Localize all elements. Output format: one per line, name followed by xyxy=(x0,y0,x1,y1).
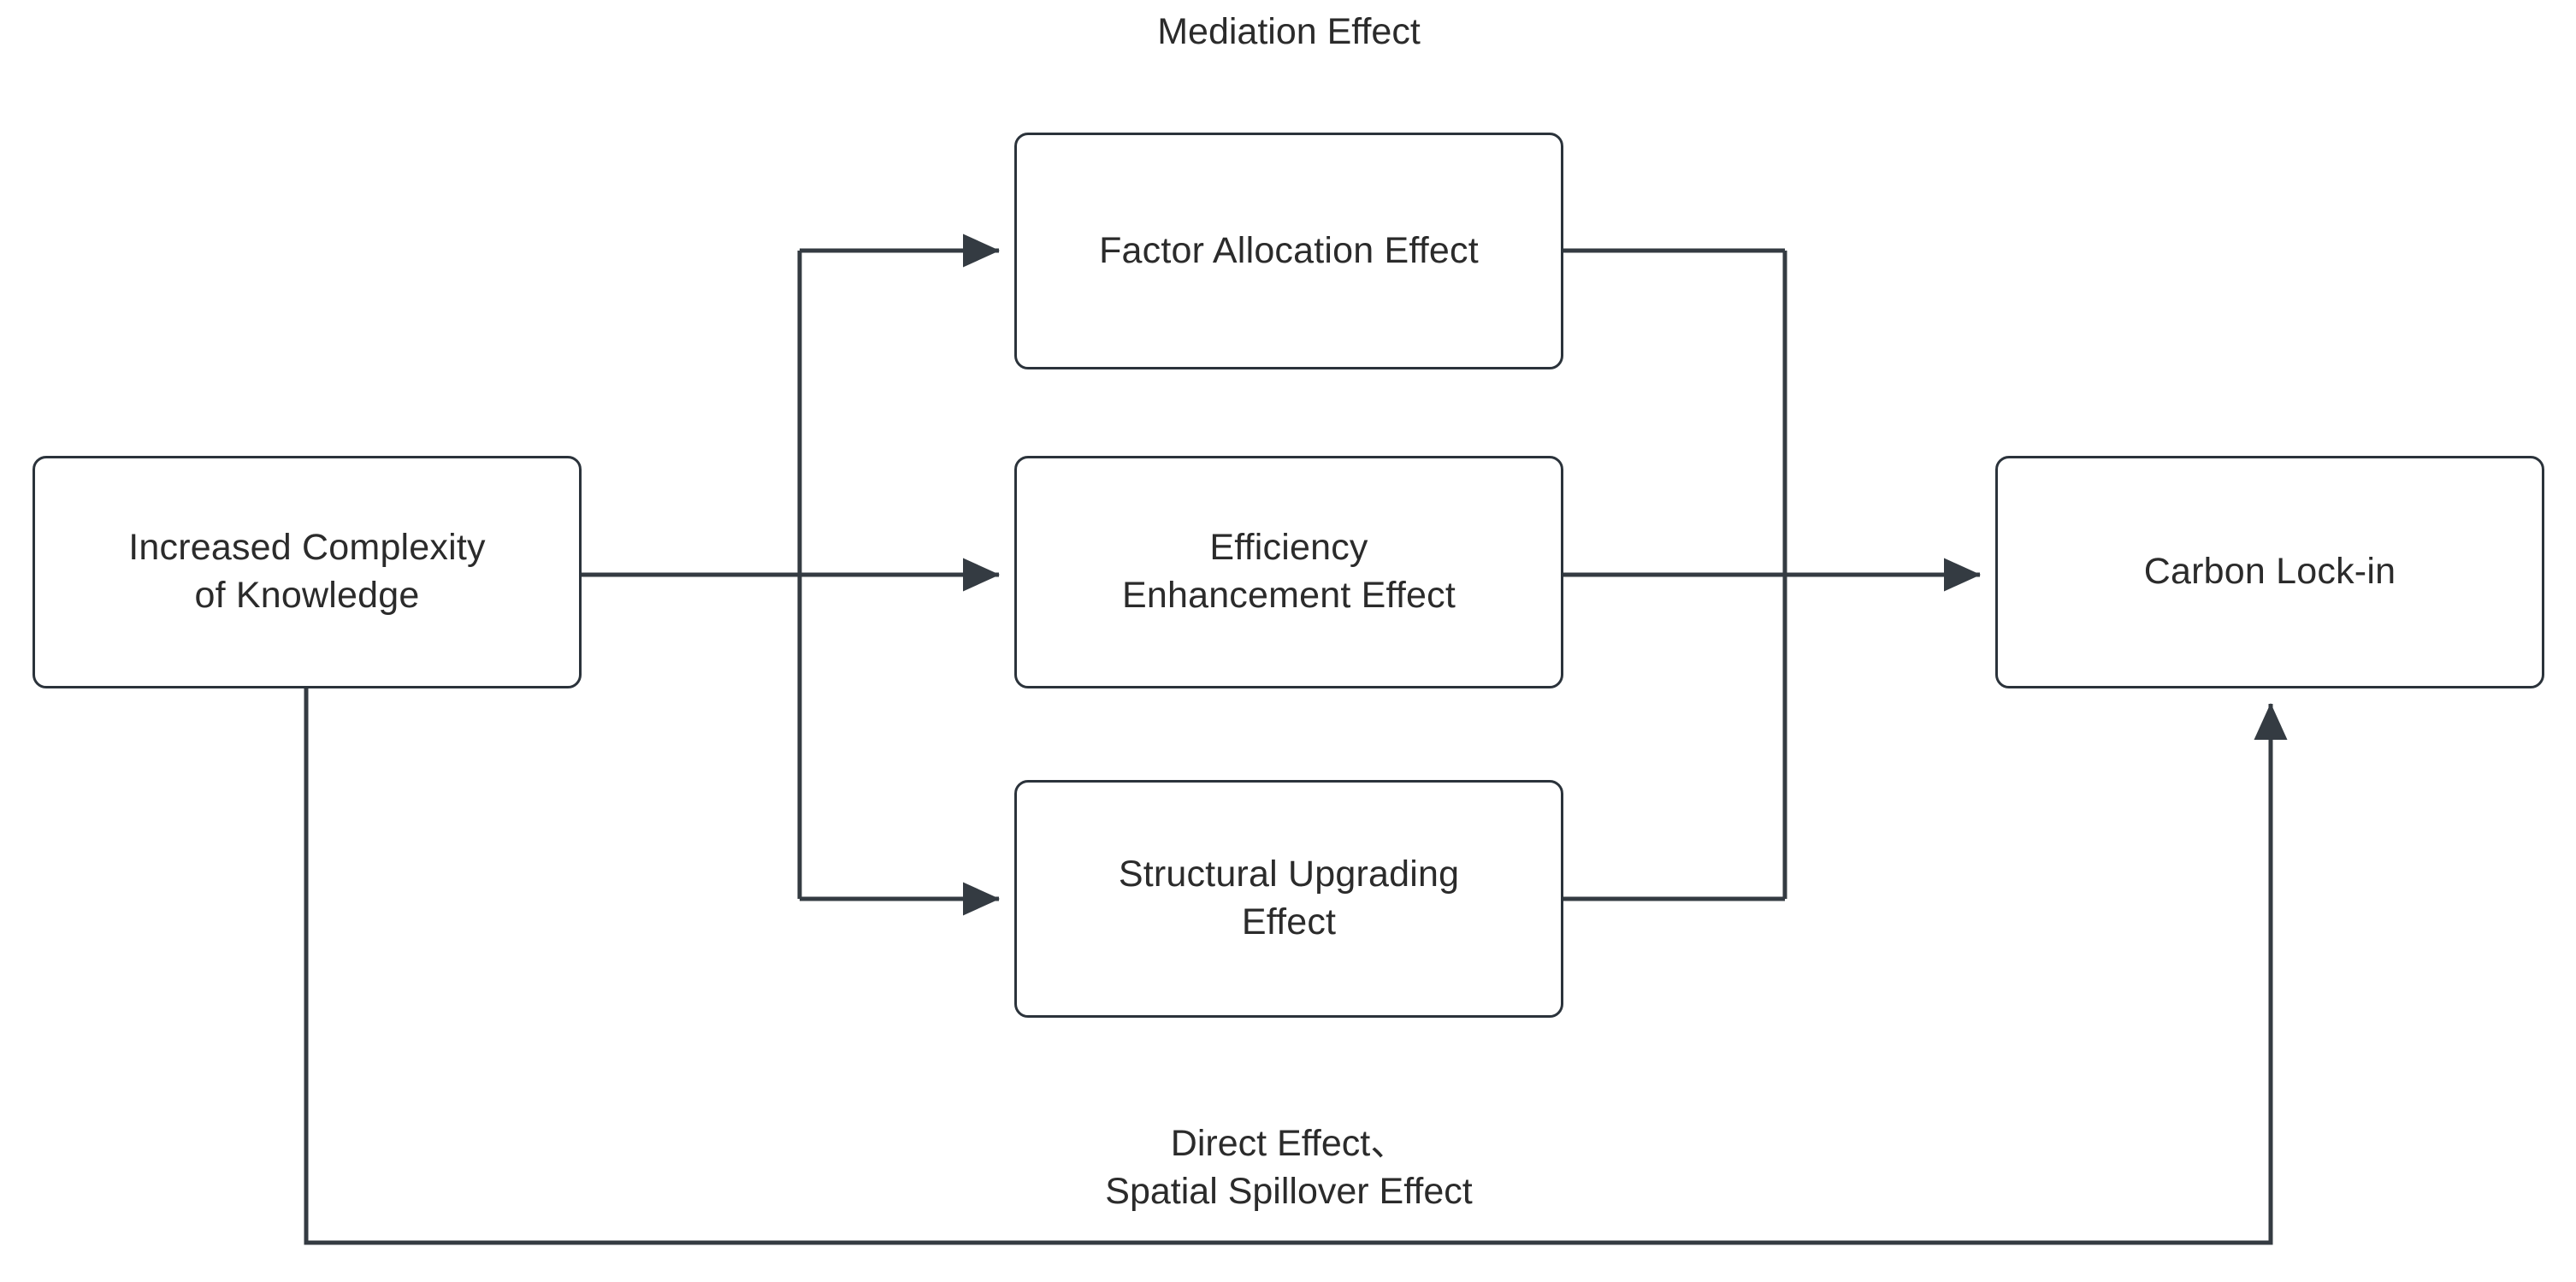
node-factor-allocation-label: Factor Allocation Effect xyxy=(1099,229,1479,271)
node-source-label: Increased Complexity of Knowledge xyxy=(128,527,486,616)
diagram-title: Mediation Effect xyxy=(1014,9,1563,56)
node-carbon-lock-in[interactable]: Carbon Lock-in xyxy=(1995,456,2544,688)
node-factor-allocation-effect[interactable]: Factor Allocation Effect xyxy=(1014,133,1563,369)
node-carbon-lock-in-label: Carbon Lock-in xyxy=(2143,551,2396,593)
node-increased-complexity-of-knowledge[interactable]: Increased Complexity of Knowledge xyxy=(32,456,582,688)
node-efficiency-enhancement-label: Efficiency Enhancement Effect xyxy=(1121,527,1456,616)
node-efficiency-enhancement-effect[interactable]: Efficiency Enhancement Effect xyxy=(1014,456,1563,688)
node-structural-upgrading-label: Structural Upgrading Effect xyxy=(1118,854,1460,942)
edge-label-direct-and-spatial-spillover-effect: Direct Effect、 Spatial Spillover Effect xyxy=(984,1120,1594,1216)
node-structural-upgrading-effect[interactable]: Structural Upgrading Effect xyxy=(1014,780,1563,1018)
